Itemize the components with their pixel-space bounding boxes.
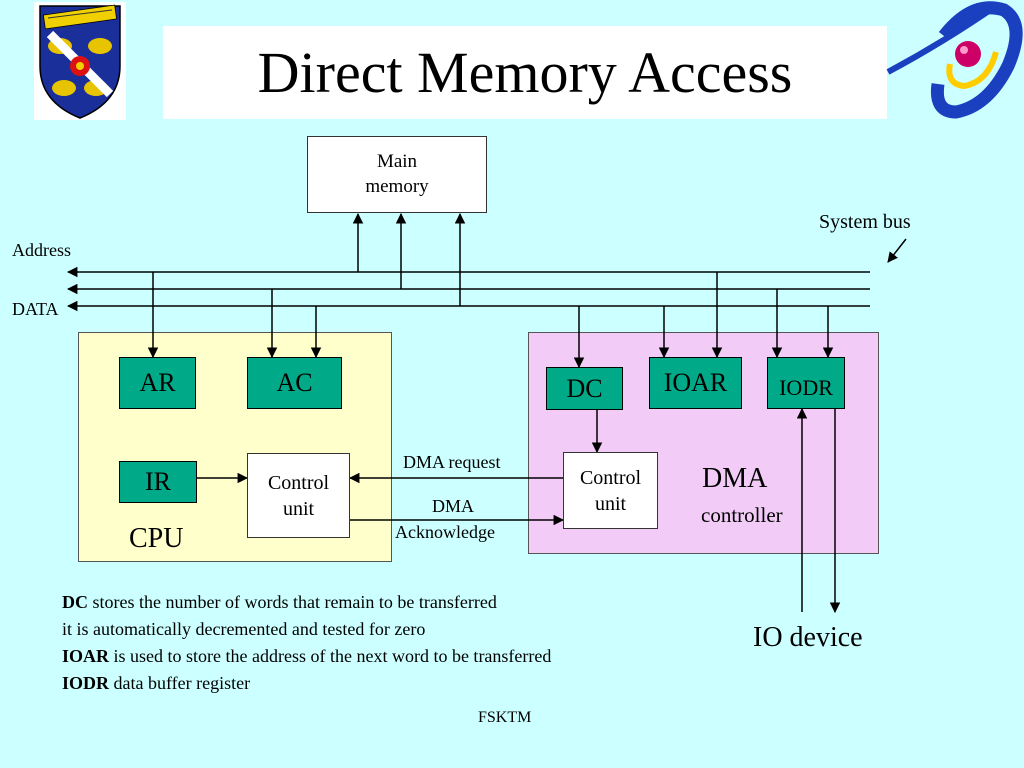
- note-line: IOAR is used to store the address of the…: [62, 643, 551, 670]
- ioar-register: IOAR: [649, 357, 742, 409]
- main-memory-label-line2: memory: [365, 175, 429, 197]
- system-bus-pointer: [887, 238, 907, 263]
- dc-register: DC: [546, 367, 623, 410]
- ac-register-label: AC: [276, 368, 313, 397]
- note-term: IOAR: [62, 646, 110, 666]
- note-text: is used to store the address of the next…: [109, 646, 552, 666]
- dma-label: DMA: [702, 463, 768, 494]
- note-text: data buffer register: [109, 673, 251, 693]
- note-text: it is automatically decremented and test…: [62, 619, 426, 639]
- dma-control-unit-line2: unit: [594, 492, 627, 515]
- ioar-register-label: IOAR: [663, 368, 728, 397]
- dc-register-label: DC: [566, 373, 603, 403]
- dma-control-unit: Control unit: [563, 452, 658, 529]
- main-memory-label-line1: Main: [376, 150, 418, 172]
- footer-label: FSKTM: [478, 709, 532, 726]
- page-title: Direct Memory Access: [257, 40, 793, 105]
- main-memory-box: Main memory: [307, 136, 487, 213]
- cpu-control-unit-line1: Control: [267, 471, 330, 494]
- ar-register: AR: [119, 357, 196, 409]
- title-banner: Direct Memory Access: [163, 26, 887, 119]
- cpu-label: CPU: [129, 523, 184, 554]
- dma-ack-label-line1: DMA: [432, 496, 475, 516]
- ir-register-label: IR: [145, 467, 171, 496]
- note-text: stores the number of words that remain t…: [88, 592, 497, 612]
- data-label: DATA: [12, 299, 59, 319]
- university-crest-icon: [34, 2, 126, 120]
- iodr-register: IODR: [767, 357, 845, 409]
- ac-register: AC: [247, 357, 342, 409]
- iodr-register-label: IODR: [779, 375, 833, 400]
- address-label: Address: [12, 240, 71, 260]
- faculty-logo-icon: [886, 1, 1023, 119]
- dma-ack-label-line2: Acknowledge: [395, 522, 495, 542]
- cpu-control-unit: Control unit: [247, 453, 350, 538]
- note-term: DC: [62, 592, 88, 612]
- notes-block: DC stores the number of words that remai…: [62, 589, 551, 697]
- cpu-control-unit-line2: unit: [282, 497, 315, 520]
- dma-request-label: DMA request: [403, 452, 501, 472]
- dma-controller-label: controller: [701, 503, 783, 527]
- ar-register-label: AR: [139, 368, 176, 397]
- note-line: it is automatically decremented and test…: [62, 616, 551, 643]
- io-device-label: IO device: [753, 622, 863, 653]
- note-line: DC stores the number of words that remai…: [62, 589, 551, 616]
- note-term: IODR: [62, 673, 110, 693]
- system-bus-label: System bus: [819, 211, 911, 233]
- note-line: IODR data buffer register: [62, 670, 551, 697]
- dma-control-unit-line1: Control: [579, 466, 642, 489]
- ir-register: IR: [119, 461, 197, 503]
